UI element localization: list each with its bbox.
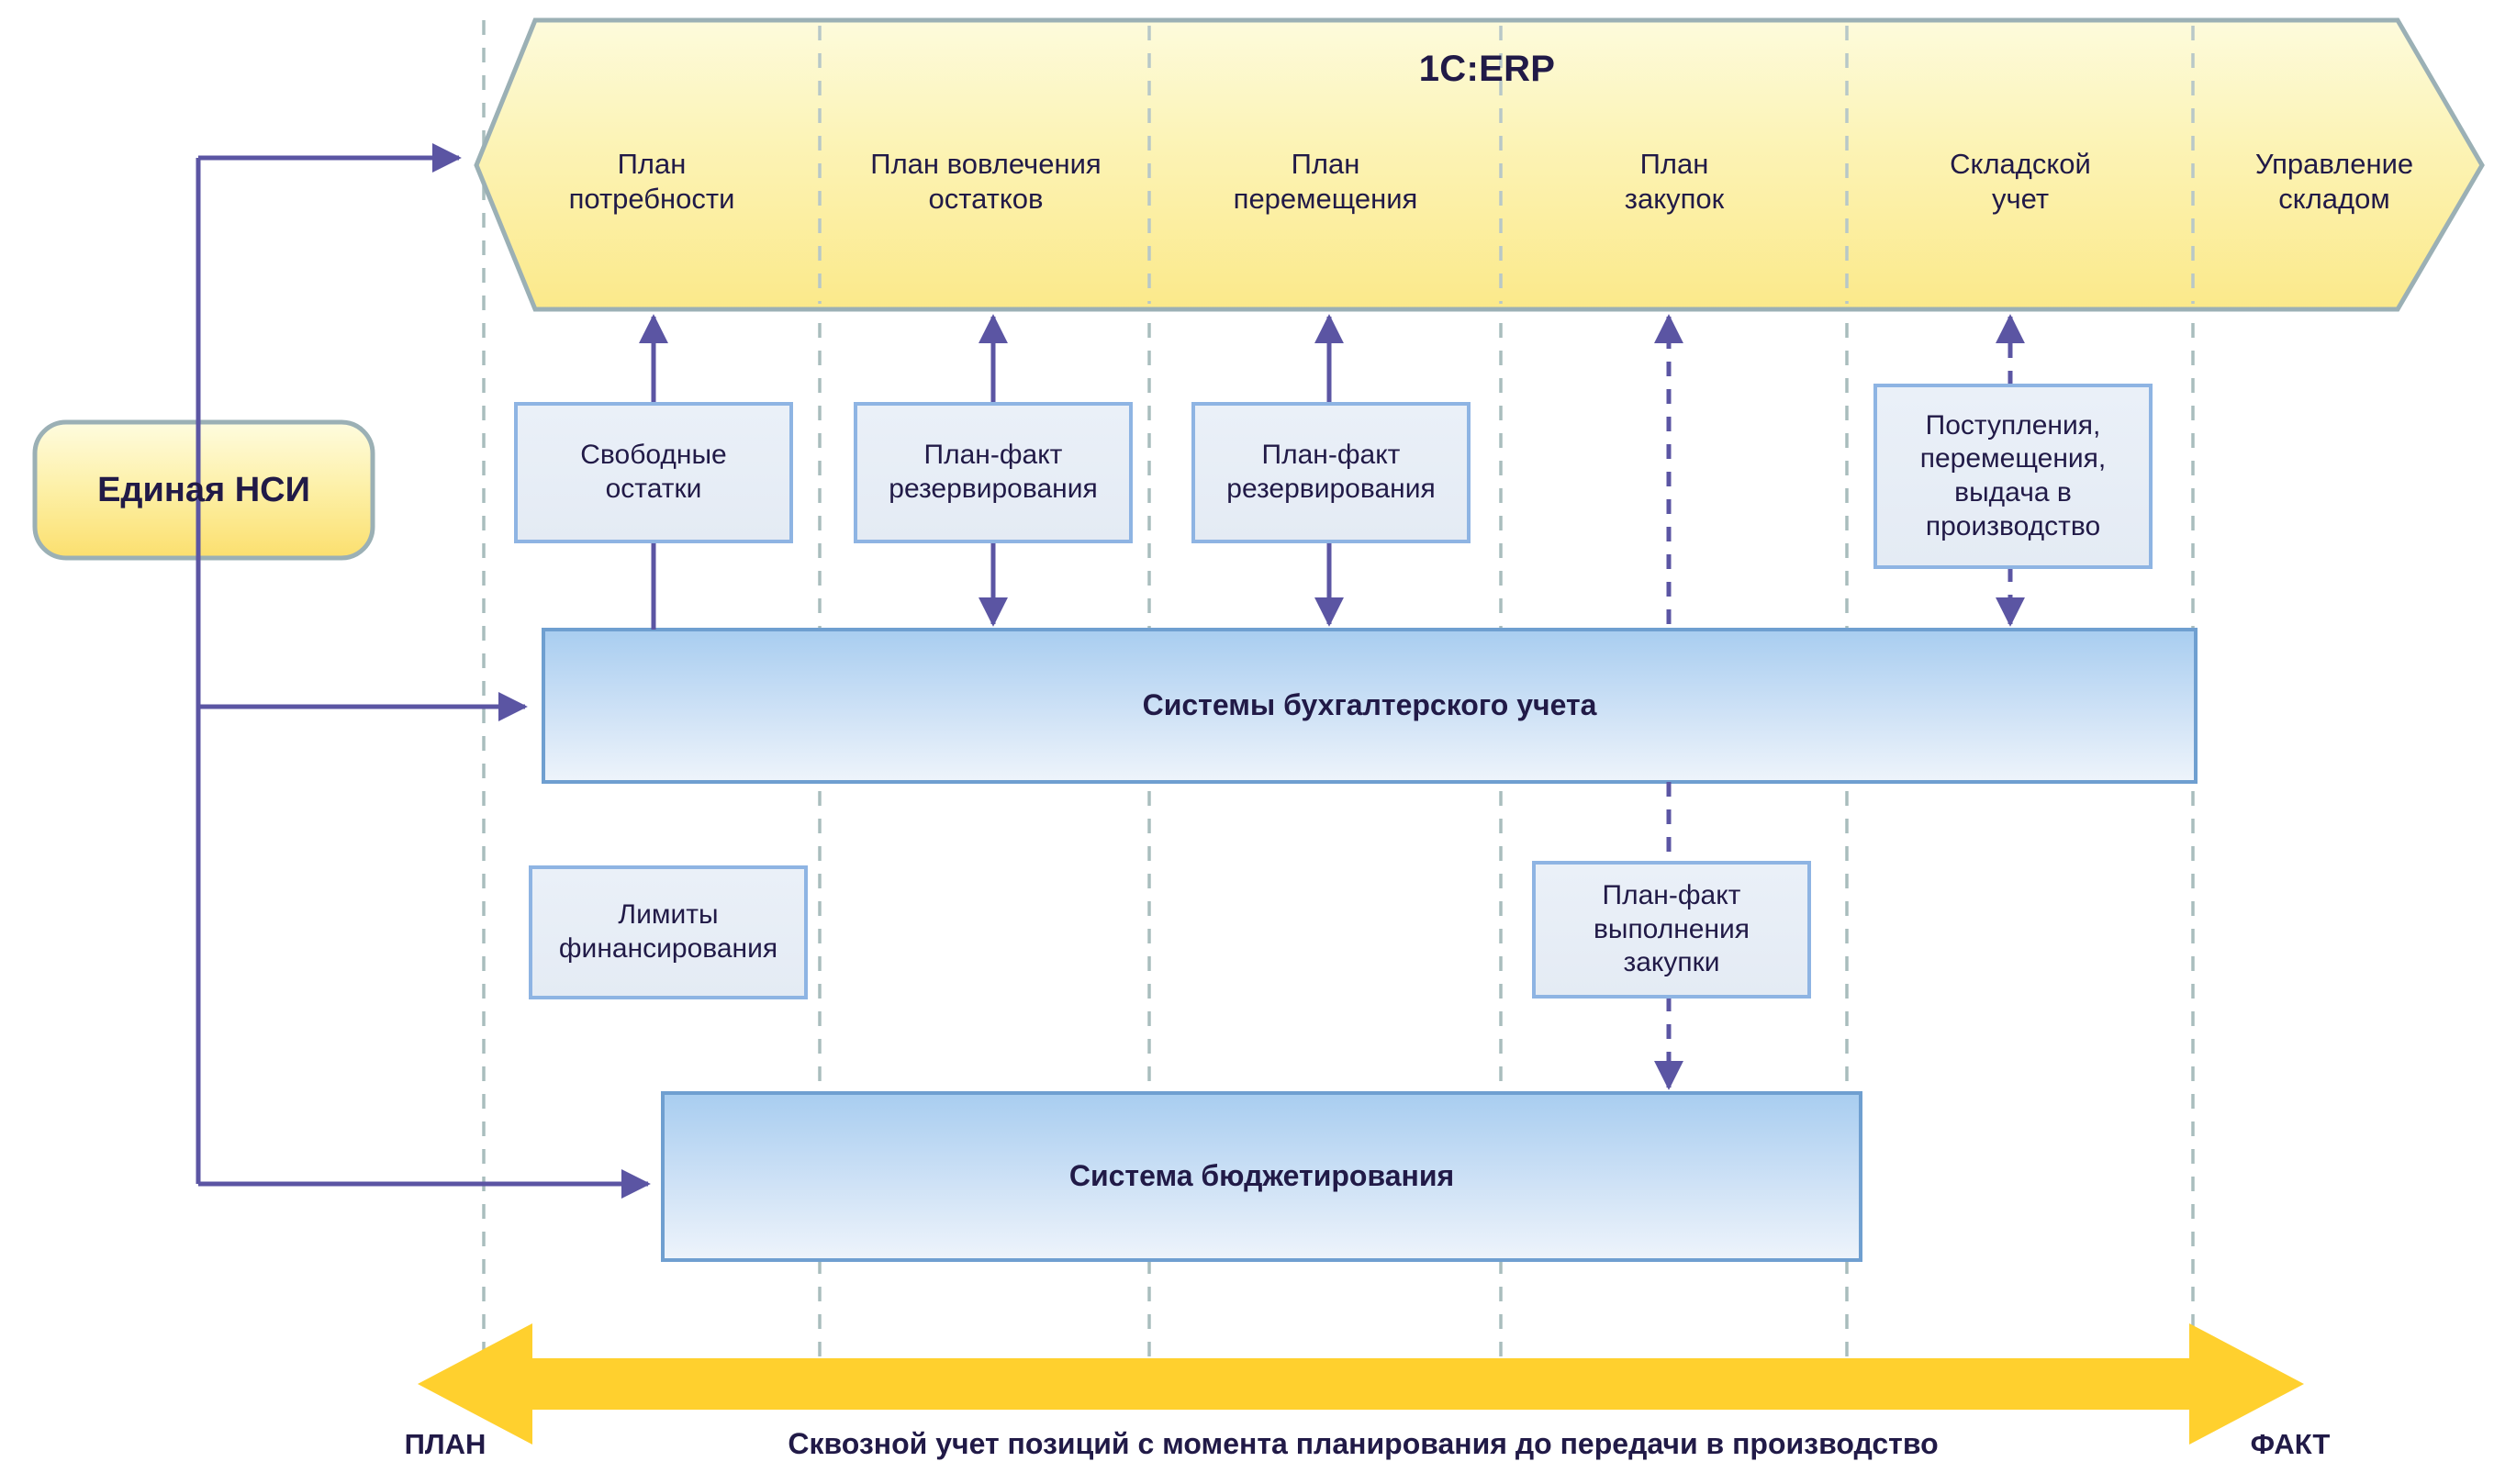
card-procurement-plan-fact xyxy=(1532,861,1811,999)
card-reservation-plan-fact-1 xyxy=(854,402,1133,543)
card-reservation-plan-fact-2 xyxy=(1191,402,1471,543)
erp-banner-dividers xyxy=(818,26,2195,304)
budgeting-band xyxy=(661,1091,1862,1262)
accounting-band xyxy=(542,628,2198,784)
erp-banner xyxy=(474,17,2485,312)
card-financing-limits xyxy=(529,865,808,999)
plan-fact-axis-arrow xyxy=(418,1323,2304,1445)
master-data-connectors xyxy=(196,142,651,1199)
card-free-balances xyxy=(514,402,793,543)
card-receipts-movements xyxy=(1873,384,2153,569)
master-data-box xyxy=(32,419,375,561)
